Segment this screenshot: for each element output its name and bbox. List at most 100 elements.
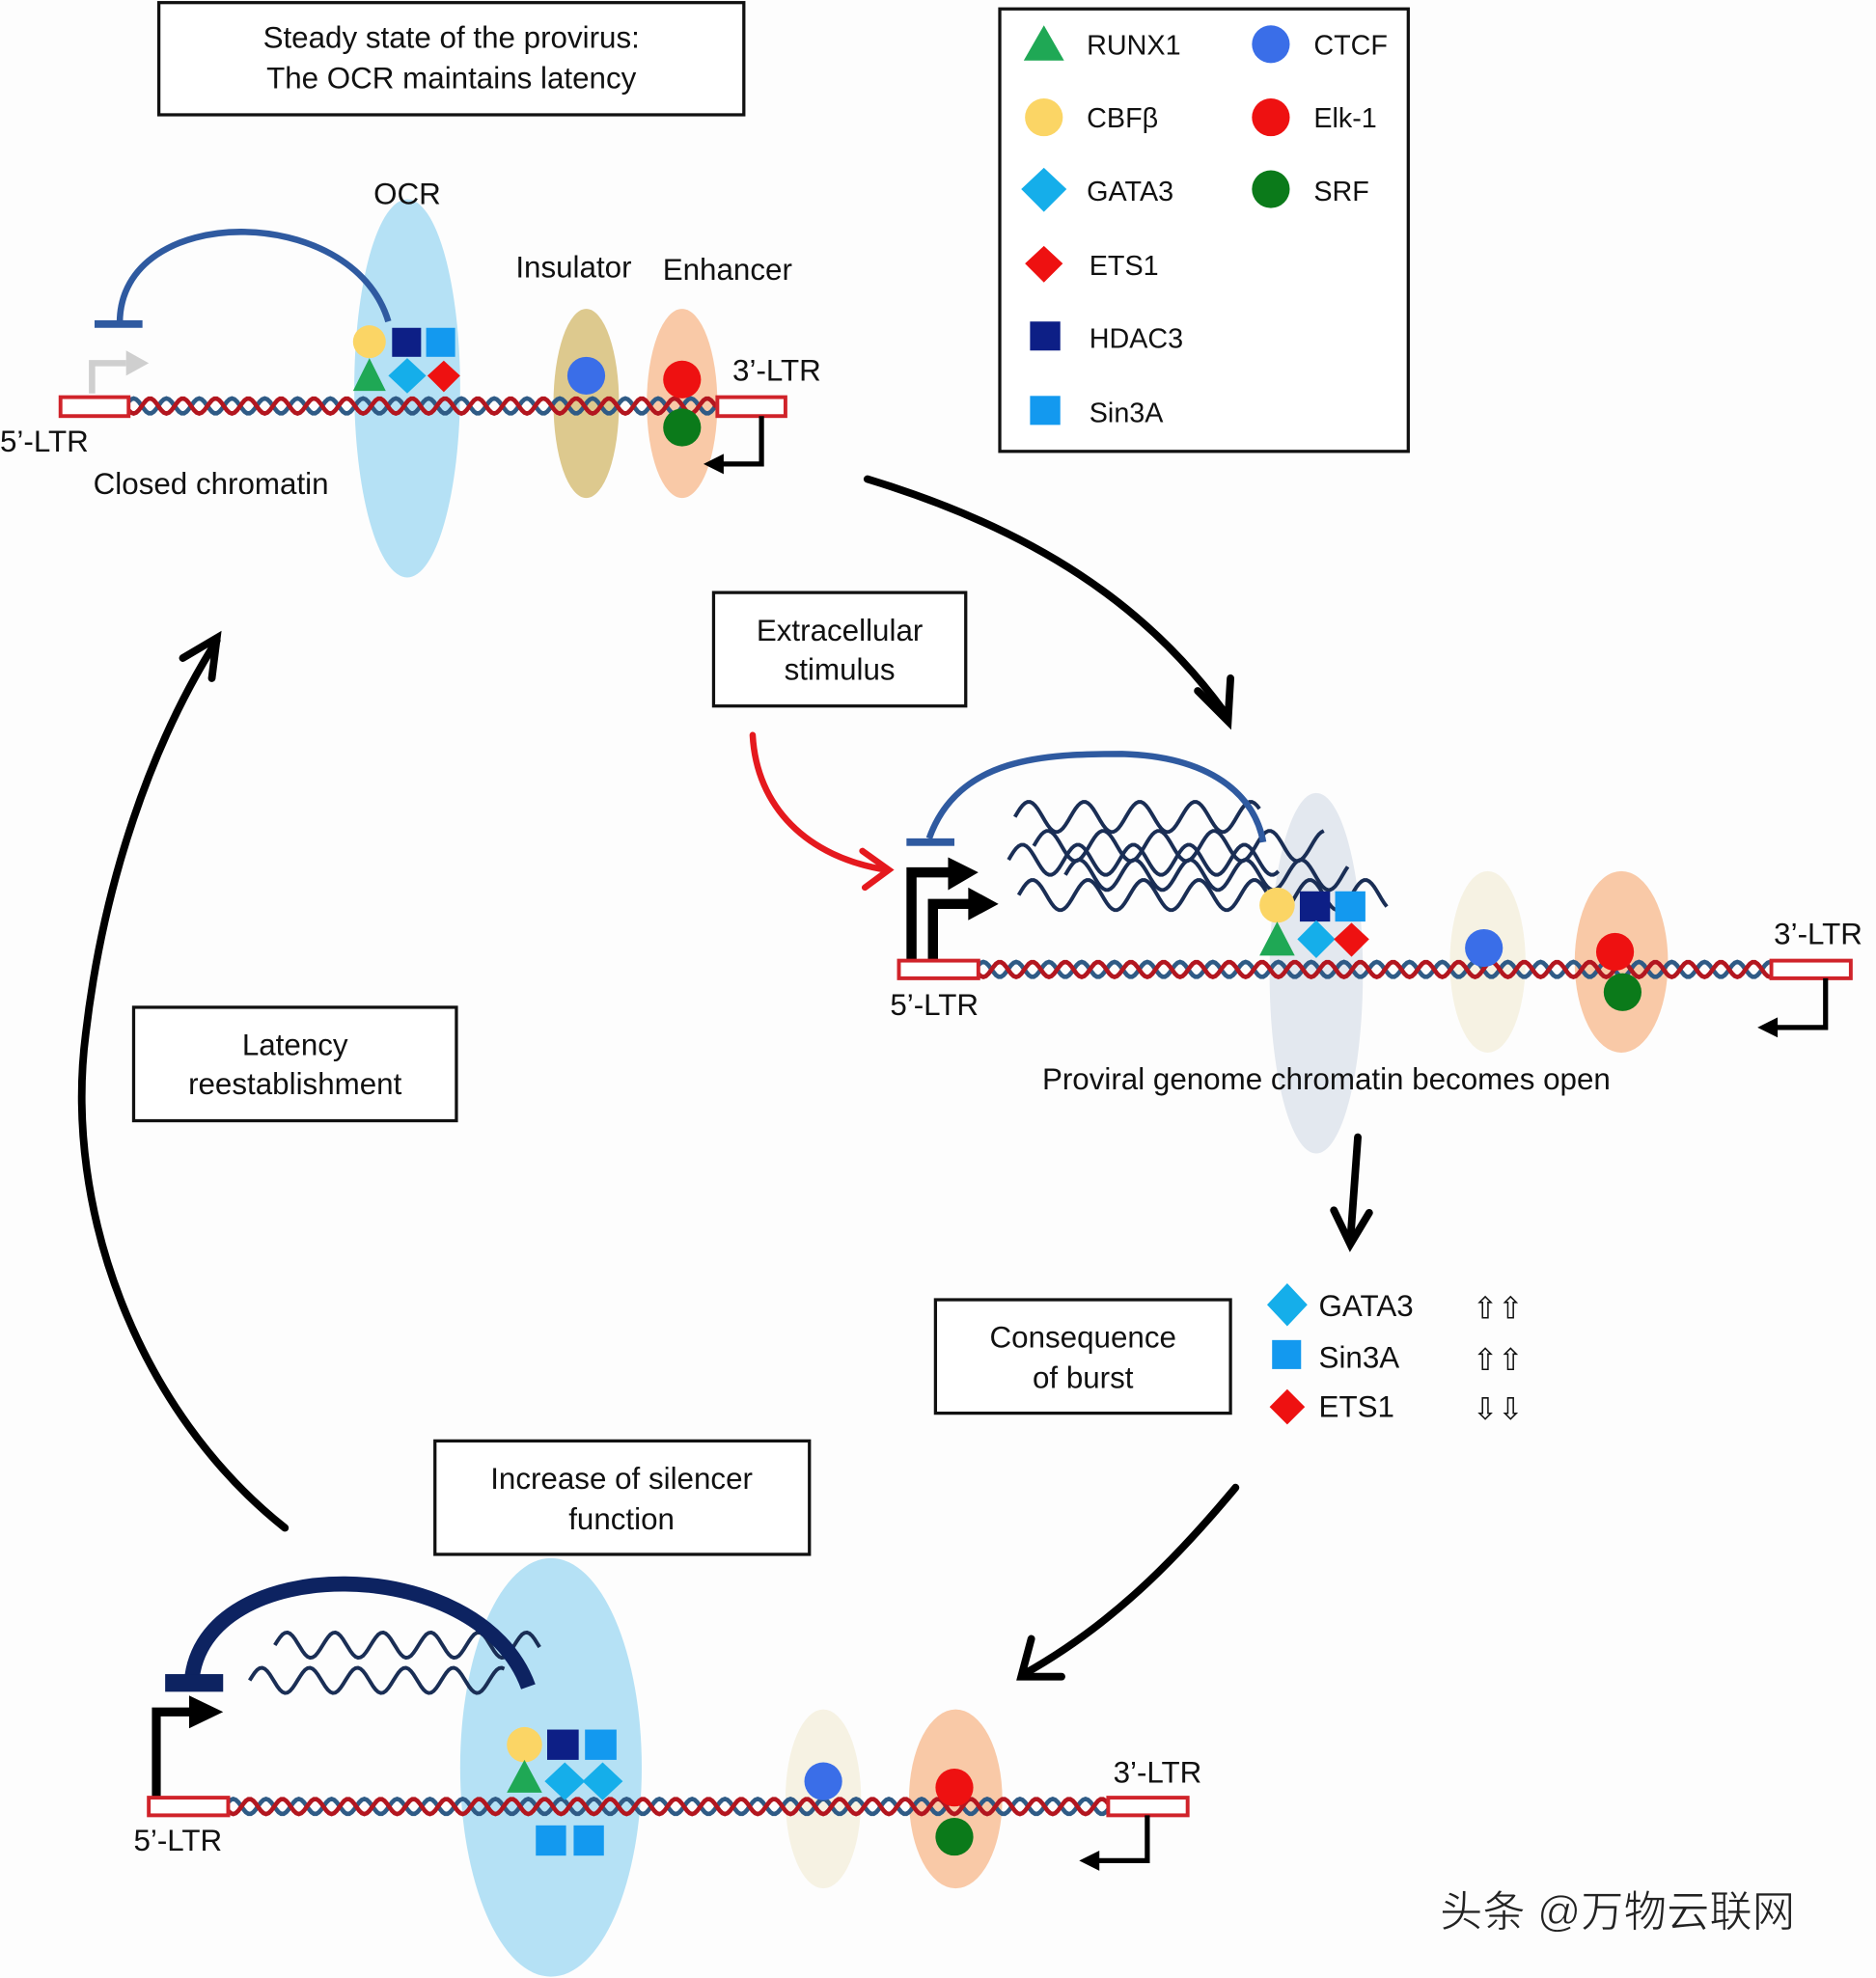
hdac3-factor-middle xyxy=(1299,891,1331,922)
rna-transcript xyxy=(248,1665,506,1695)
srf-factor xyxy=(663,408,702,447)
consequence-sin3a-icon xyxy=(1272,1339,1302,1369)
runx1-factor xyxy=(352,358,386,392)
cbfb-factor-middle xyxy=(1259,887,1295,923)
legend-sin3a-icon xyxy=(1030,396,1061,426)
latency-panel: Latency reestablishment xyxy=(131,1005,458,1123)
consequence-ets1-label: ETS1 xyxy=(1319,1390,1394,1424)
legend-ctcf-icon xyxy=(1252,25,1290,64)
steady-state-line-2: The OCR maintains latency xyxy=(266,62,637,96)
ctcf-factor-bottom xyxy=(804,1762,842,1800)
consequence-panel: Consequence of burst GATA3 ⇧⇧ Sin3A ⇧⇧ E… xyxy=(933,1283,1524,1426)
consequence-line-2: of burst xyxy=(1033,1360,1134,1394)
extracellular-stimulus-box xyxy=(711,591,968,708)
arrow-to-consequence xyxy=(1346,1133,1362,1246)
legend-cbfb-icon xyxy=(1025,97,1063,137)
legend-box xyxy=(998,7,1410,453)
ltr5-box-top xyxy=(58,395,131,419)
ocr-region-bottom xyxy=(459,1557,642,1977)
steady-state-panel: Steady state of the provirus: The OCR ma… xyxy=(0,1,821,578)
latency-reestablishment-box xyxy=(131,1005,458,1123)
promoter-arrowhead-bottom-icon xyxy=(188,1695,224,1729)
legend-gata3-label: GATA3 xyxy=(1087,177,1173,207)
legend-sin3a-label: Sin3A xyxy=(1090,398,1165,429)
ltr5-box-bottom xyxy=(147,1796,231,1818)
consequence-line-1: Consequence xyxy=(990,1321,1176,1355)
steady-state-box xyxy=(156,1,746,117)
active-promoter-arrow-2 xyxy=(927,898,971,961)
watermark: 头条 @万物云联网 xyxy=(1440,1888,1795,1936)
active-promoter-arrowhead-1-icon xyxy=(948,857,979,891)
stimulus-arrowhead-icon xyxy=(859,847,895,892)
legend-elk1-icon xyxy=(1252,97,1290,137)
hdac3-factor xyxy=(392,327,422,357)
cbfb-factor xyxy=(352,325,386,359)
ltr3-box-bottom xyxy=(1106,1796,1190,1818)
ltr5-label-bottom: 5’-LTR xyxy=(133,1824,222,1857)
ocr-label: OCR xyxy=(373,178,441,211)
arrow-to-open-state xyxy=(863,475,1229,718)
runx1-factor-bottom xyxy=(507,1759,542,1793)
legend-elk1-label: Elk-1 xyxy=(1313,103,1376,134)
active-promoter-arrowhead-2-icon xyxy=(968,887,999,920)
arrow-to-silencer xyxy=(1019,1483,1240,1678)
legend-ets1-label: ETS1 xyxy=(1090,251,1159,282)
rna-transcript xyxy=(273,1630,541,1661)
extracellular-line-1: Extracellular xyxy=(757,614,923,647)
dna-strand-2 xyxy=(126,396,718,417)
ltr3-box-middle xyxy=(1769,958,1853,980)
sin3a-factor-bottom-2 xyxy=(536,1825,566,1856)
legend-ets1-icon xyxy=(1025,245,1063,283)
legend-hdac3-icon xyxy=(1030,321,1061,351)
legend-gata3-icon xyxy=(1021,167,1067,212)
latency-line-1: Latency xyxy=(242,1029,348,1062)
rna-transcript xyxy=(1063,858,1350,893)
dna-strand-2 xyxy=(977,959,1772,980)
latency-line-2: reestablishment xyxy=(188,1067,402,1101)
elk1-factor-bottom xyxy=(935,1769,974,1807)
antisense-arrowhead-icon xyxy=(704,453,724,475)
stimulus-arrow xyxy=(749,731,890,873)
gata3-factor-middle xyxy=(1297,920,1336,958)
steady-state-line-1: Steady state of the provirus: xyxy=(263,21,640,55)
ltr3-label-middle: 3’-LTR xyxy=(1774,918,1862,951)
gata3-factor xyxy=(388,358,427,394)
cbfb-factor-bottom xyxy=(507,1726,542,1763)
closed-chromatin-label: Closed chromatin xyxy=(94,467,329,501)
silencer-panel: Increase of silencer function 5’-LTR 3’-… xyxy=(133,1439,1202,1977)
legend-runx1-icon xyxy=(1023,25,1064,61)
consequence-sin3a-change-icon: ⇧⇧ xyxy=(1473,1343,1524,1377)
rna-transcript xyxy=(1007,842,1281,877)
ltr3-label-top: 3’-LTR xyxy=(732,354,821,388)
rna-transcript xyxy=(1013,800,1261,835)
elk1-factor xyxy=(663,360,702,398)
antisense-arrowhead-middle-icon xyxy=(1757,1017,1779,1038)
dna-helix-middle xyxy=(977,959,1772,980)
sin3a-factor-middle xyxy=(1335,891,1366,922)
antisense-promoter-arrow-middle xyxy=(1775,977,1829,1030)
arrow-latency-head-icon xyxy=(179,630,222,682)
insulator-label: Insulator xyxy=(515,251,631,285)
runx1-factor-middle xyxy=(1259,921,1295,956)
elk1-factor-middle xyxy=(1595,932,1635,972)
consequence-gata3-icon xyxy=(1266,1283,1308,1327)
ets1-factor xyxy=(427,360,460,393)
srf-factor-bottom xyxy=(935,1817,974,1856)
repression-arc xyxy=(116,229,392,323)
promoter-arrow-bottom xyxy=(152,1707,192,1799)
silencer-line-2: function xyxy=(568,1502,675,1536)
antisense-promoter-arrow-top xyxy=(721,416,764,467)
repression-bar xyxy=(94,319,143,328)
ltr3-label-bottom: 3’-LTR xyxy=(1114,1755,1202,1789)
open-chromatin-label: Proviral genome chromatin becomes open xyxy=(1042,1062,1611,1096)
enhancer-label: Enhancer xyxy=(663,253,792,287)
consequence-gata3-label: GATA3 xyxy=(1319,1289,1414,1323)
viral-transcripts-bottom xyxy=(248,1630,541,1695)
legend-hdac3-label: HDAC3 xyxy=(1090,324,1183,355)
consequence-gata3-change-icon: ⇧⇧ xyxy=(1473,1292,1524,1326)
inactive-promoter-arrow xyxy=(89,360,126,394)
arrow-to-silencer-head-icon xyxy=(1016,1635,1065,1681)
active-promoter-arrow-1 xyxy=(906,866,952,961)
